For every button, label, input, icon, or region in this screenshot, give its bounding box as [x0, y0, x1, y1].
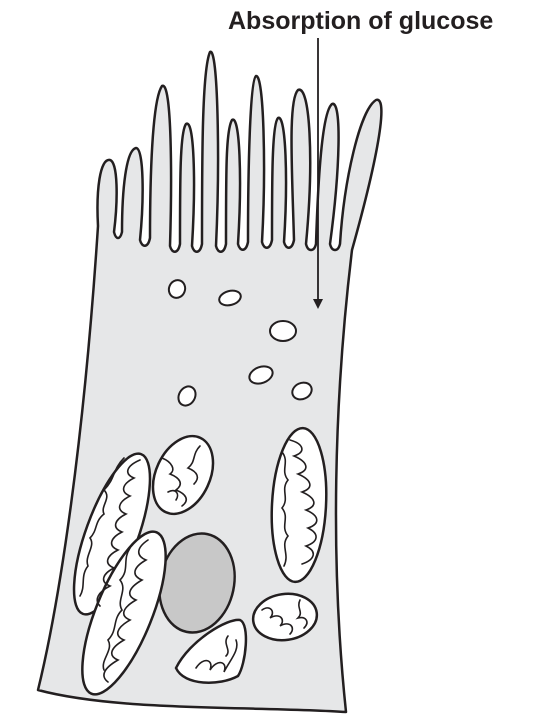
vesicle: [270, 321, 296, 341]
